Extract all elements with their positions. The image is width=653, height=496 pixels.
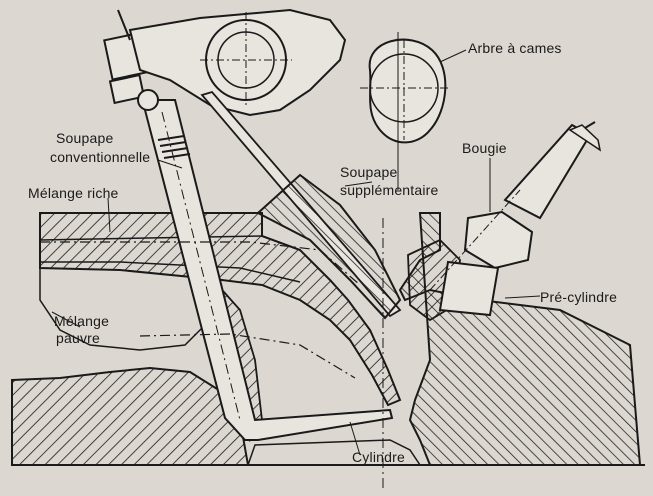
spark-plug (429, 121, 602, 317)
rocker-arm (128, 8, 347, 117)
label-camshaft: Arbre à cames (468, 40, 562, 56)
rich-mixture-flow (40, 241, 361, 286)
leader-lines (51, 49, 541, 456)
label-cylinder: Cylindre (352, 449, 405, 465)
lean-mixture-flow (139, 333, 356, 379)
cylinder-head-left (39, 212, 402, 407)
label-pre-cylinder: Pré-cylindre (540, 289, 618, 305)
label-conventional-valve-2: conventionnelle (50, 149, 151, 165)
supplementary-valve (200, 90, 402, 320)
label-lean-mixture-2: pauvre (56, 330, 101, 346)
camshaft (360, 38, 450, 144)
label-spark-plug: Bougie (462, 140, 507, 156)
label-conventional-valve-1: Soupape (56, 130, 114, 146)
conventional-valve (143, 99, 394, 441)
label-extra-valve-1: Soupape (340, 164, 398, 180)
label-extra-valve-2: supplémentaire (340, 182, 439, 198)
label-lean-mixture-1: Mélange (54, 313, 110, 329)
label-rich-mixture: Mélange riche (28, 185, 119, 201)
